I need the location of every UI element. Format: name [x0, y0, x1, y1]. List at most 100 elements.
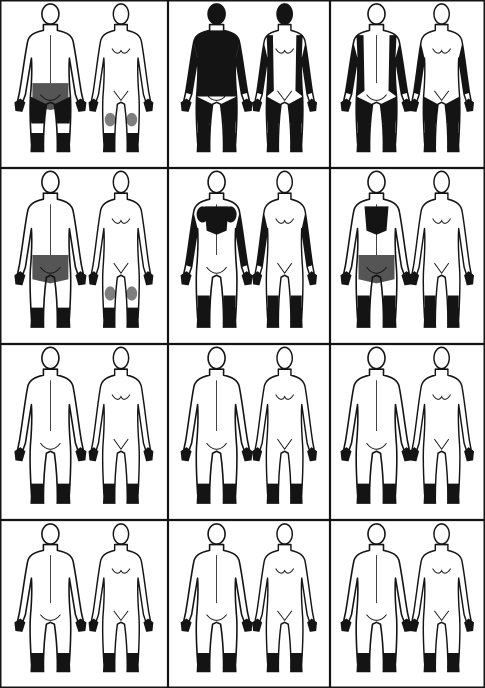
shaded-foot-left [424, 308, 437, 328]
panel-figures [181, 171, 317, 328]
body-outline [254, 545, 315, 669]
shaded-foot-right [223, 653, 237, 672]
head [277, 347, 292, 368]
shaded-foot-right [223, 133, 237, 152]
back-figure [14, 171, 86, 328]
shaded-foot-left [103, 133, 116, 152]
shaded-foot-right [383, 308, 397, 328]
front-figure [252, 347, 317, 504]
body-outline [90, 25, 151, 149]
shaded-foot-right [223, 484, 237, 504]
shaded-foot-right [56, 653, 70, 672]
shaded-foot-right [290, 308, 303, 328]
shaded-foot-left [357, 133, 371, 152]
body-outline [90, 193, 151, 324]
shaded-foot-right [383, 653, 397, 672]
panel-figures [181, 4, 317, 152]
shaded-foot-left [103, 653, 116, 672]
shaded-foot-right [126, 308, 139, 328]
shaded-foot-left [267, 133, 280, 152]
shaded-foot-right [447, 484, 460, 504]
shaded-foot-left [424, 653, 437, 672]
shaded-buttocks [32, 255, 68, 283]
back-figure [341, 524, 413, 672]
shaded-foot-right [447, 653, 460, 672]
body-outline [90, 369, 151, 500]
head [113, 4, 128, 24]
shaded-foot-right [383, 484, 397, 504]
shaded-knee-left [105, 113, 116, 126]
panel-r2c2 [181, 171, 317, 328]
shaded-foot-left [103, 308, 116, 328]
shaded-shoulder-left [197, 206, 209, 222]
shaded-foot-right [290, 133, 303, 152]
shaded-foot-left [103, 484, 116, 504]
back-figure [181, 4, 253, 152]
back-figure [181, 347, 253, 504]
front-figure [252, 171, 317, 328]
panel-r1c3 [341, 4, 475, 152]
shaded-foot-right [290, 653, 303, 672]
front-figure [409, 4, 474, 152]
head [277, 171, 292, 192]
panel-r4c2 [181, 524, 317, 672]
shaded-foot-right [56, 308, 70, 328]
head [277, 524, 292, 544]
body-outline [411, 545, 472, 669]
back-figure [181, 524, 253, 672]
back-figure [341, 347, 413, 504]
shaded-foot-right [56, 133, 70, 152]
panel-r4c3 [341, 524, 475, 672]
body-outline [411, 193, 472, 324]
front-figure [89, 347, 154, 504]
body-outline [90, 545, 151, 669]
shaded-foot-right [383, 133, 397, 152]
head [113, 347, 128, 368]
shaded-foot-left [357, 484, 371, 504]
head [277, 4, 292, 24]
shaded-foot-left [267, 308, 280, 328]
head [368, 171, 385, 192]
body-outline [411, 369, 472, 500]
panel-figures [341, 171, 475, 328]
shaded-foot-left [357, 653, 371, 672]
panel-figures [14, 4, 153, 152]
head [434, 171, 449, 192]
head [434, 524, 449, 544]
shaded-foot-right [447, 133, 460, 152]
head [42, 347, 59, 368]
panel-figures [341, 4, 475, 152]
front-figure [409, 524, 474, 672]
back-figure [181, 171, 253, 328]
head [42, 4, 59, 24]
panel-r4c1 [14, 524, 153, 672]
head [113, 171, 128, 192]
shaded-foot-right [290, 484, 303, 504]
shaded-foot-right [126, 484, 139, 504]
shaded-foot-left [197, 653, 211, 672]
panel-figures [14, 171, 153, 328]
shaded-foot-left [30, 653, 44, 672]
shaded-foot-right [223, 308, 237, 328]
back-figure [341, 4, 413, 152]
head [368, 4, 385, 24]
panel-r1c1 [14, 4, 153, 152]
head [368, 524, 385, 544]
head [368, 347, 385, 368]
shaded-foot-left [424, 133, 437, 152]
front-figure [89, 4, 154, 152]
panel-figures [181, 524, 317, 672]
front-figure [89, 171, 154, 328]
panel-r3c1 [14, 347, 153, 504]
panel-figures [181, 347, 317, 504]
shaded-foot-right [447, 308, 460, 328]
shaded-knee-right [126, 286, 137, 300]
shaded-foot-right [56, 484, 70, 504]
head [208, 4, 225, 24]
front-figure [89, 524, 154, 672]
body-outline [254, 369, 315, 500]
head [434, 4, 449, 24]
shaded-knee-right [126, 113, 137, 126]
panel-figures [14, 347, 153, 504]
